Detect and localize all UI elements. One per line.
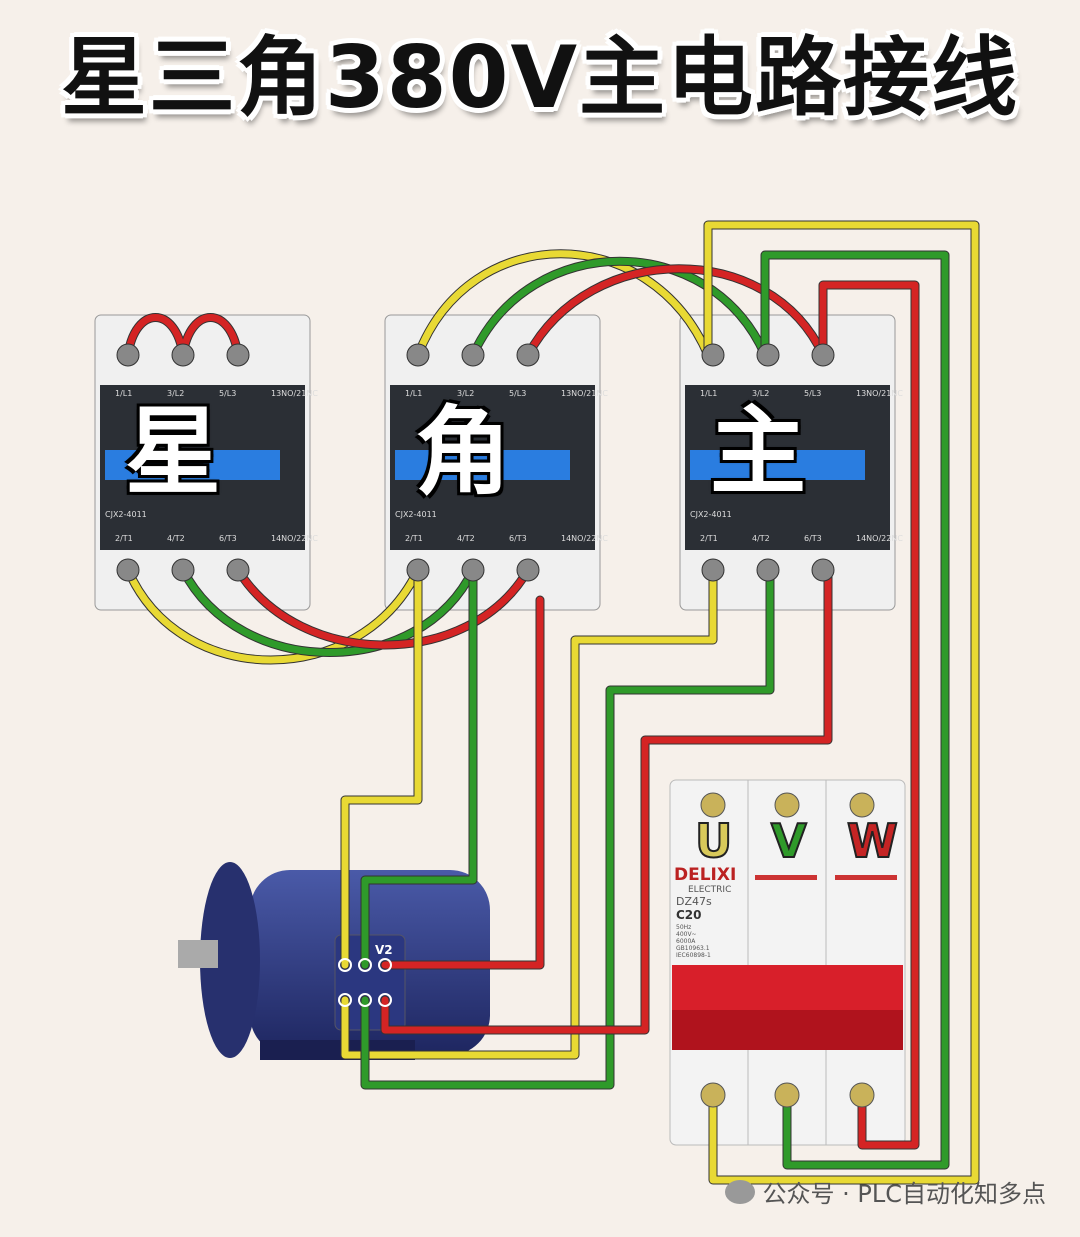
- wire-delta-motor-u: [341, 566, 422, 969]
- breaker-screw: [700, 792, 726, 818]
- terminal-label: 14NO/22NC: [271, 534, 318, 543]
- watermark-text: 公众号 · PLC自动化知多点: [762, 1180, 1047, 1208]
- breaker-brand-sub: ELECTRIC: [688, 885, 732, 895]
- terminal-label: 1/L1: [405, 389, 423, 398]
- watermark: 公众号 · PLC自动化知多点: [724, 1174, 1047, 1209]
- breaker-spec: IEC60898-1: [676, 952, 711, 959]
- wire-main-motor-w: [381, 566, 832, 1034]
- contactor-main: [679, 314, 896, 611]
- wire-main-breaker-w: [819, 281, 919, 1149]
- terminal-screw: [461, 558, 485, 582]
- motor-terminal: [378, 958, 392, 972]
- motor-terminal: [358, 958, 372, 972]
- motor-terminal: [378, 993, 392, 1007]
- terminal-screw: [811, 343, 835, 367]
- terminal-screw: [701, 343, 725, 367]
- page-title: 星三角380V主电路接线: [60, 28, 1020, 128]
- wire-main-breaker-u: [704, 221, 979, 1184]
- contactor-model: CJX2-4011: [690, 510, 732, 519]
- contactor-star: [94, 314, 311, 611]
- contactor-delta: [384, 314, 601, 611]
- terminal-label: 3/L2: [457, 389, 475, 398]
- wire-delta-main-u: [414, 250, 712, 359]
- terminal-label: 1/L1: [700, 389, 718, 398]
- breaker-screw: [774, 1082, 800, 1108]
- terminal-label: 13NO/21NC: [561, 389, 608, 398]
- wire-main-motor-v: [361, 566, 774, 1089]
- terminal-screw: [516, 343, 540, 367]
- wire-delta-motor-w: [381, 596, 544, 969]
- terminal-label: 2/T1: [115, 534, 133, 543]
- wire-delta-motor-v: [361, 566, 477, 969]
- contactor-model: CJX2-4011: [105, 510, 147, 519]
- motor-terminal: [338, 958, 352, 972]
- breaker-spec: 6000A: [676, 938, 696, 945]
- terminal-screw: [406, 558, 430, 582]
- motor-terminal: [338, 993, 352, 1007]
- terminal-label: 6/T3: [509, 534, 527, 543]
- wire-main-motor-u: [341, 566, 717, 1059]
- terminal-label: 5/L3: [219, 389, 237, 398]
- terminal-screw: [116, 343, 140, 367]
- phase-label: U: [694, 814, 733, 868]
- terminal-label: 5/L3: [804, 389, 822, 398]
- breaker-spec: 50Hz: [676, 924, 692, 931]
- terminal-label: 5/L3: [509, 389, 527, 398]
- breaker-screw: [849, 1082, 875, 1108]
- motor-terminal: [358, 993, 372, 1007]
- terminal-screw: [756, 343, 780, 367]
- terminal-screw: [226, 343, 250, 367]
- terminal-screw: [171, 558, 195, 582]
- wire-delta-main-w: [524, 265, 827, 359]
- contactor-label: 角: [415, 396, 511, 508]
- breaker-screw: [700, 1082, 726, 1108]
- wire-star-delta-w: [234, 566, 532, 649]
- terminal-screw: [701, 558, 725, 582]
- terminal-label: 6/T3: [219, 534, 237, 543]
- terminal-label: 14NO/22NC: [856, 534, 903, 543]
- breaker-screw: [774, 792, 800, 818]
- breaker-spec: GB10963.1: [676, 945, 710, 952]
- wechat-icon: [724, 1179, 755, 1204]
- terminal-label: 3/L2: [167, 389, 185, 398]
- wire-delta-main-v: [469, 257, 769, 359]
- terminal-label: 1/L1: [115, 389, 133, 398]
- phase-label: V: [770, 814, 808, 868]
- terminal-screw: [116, 558, 140, 582]
- terminal-label: 4/T2: [457, 534, 475, 543]
- terminal-label: 6/T3: [804, 534, 822, 543]
- breaker-screw: [849, 792, 875, 818]
- terminal-label: 13NO/21NC: [271, 389, 318, 398]
- circuit-breaker: [669, 779, 906, 1146]
- wire-star-delta-v: [179, 566, 477, 656]
- terminal-label: 4/T2: [752, 534, 770, 543]
- terminal-screw: [406, 343, 430, 367]
- contactor-label: 星: [125, 396, 221, 508]
- motor-terminal-label: V2: [375, 943, 393, 957]
- wire-main-breaker-v: [761, 251, 949, 1169]
- breaker-model: DZ47s: [676, 895, 712, 908]
- terminal-label: 4/T2: [167, 534, 185, 543]
- wire-star-delta-u: [124, 566, 422, 664]
- terminal-screw: [811, 558, 835, 582]
- breaker-rating: C20: [676, 908, 702, 922]
- breaker-spec: 400V~: [676, 931, 697, 938]
- terminal-screw: [171, 343, 195, 367]
- terminal-label: 2/T1: [405, 534, 423, 543]
- terminal-label: 14NO/22NC: [561, 534, 608, 543]
- phase-label: W: [846, 814, 899, 868]
- terminal-label: 2/T1: [700, 534, 718, 543]
- terminal-label: 3/L2: [752, 389, 770, 398]
- terminal-label: 13NO/21NC: [856, 389, 903, 398]
- terminal-screw: [226, 558, 250, 582]
- breaker-brand: DELIXI: [674, 865, 737, 885]
- terminal-screw: [461, 343, 485, 367]
- terminal-screw: [516, 558, 540, 582]
- terminal-screw: [756, 558, 780, 582]
- contactor-label: 主: [710, 396, 806, 508]
- contactor-model: CJX2-4011: [395, 510, 437, 519]
